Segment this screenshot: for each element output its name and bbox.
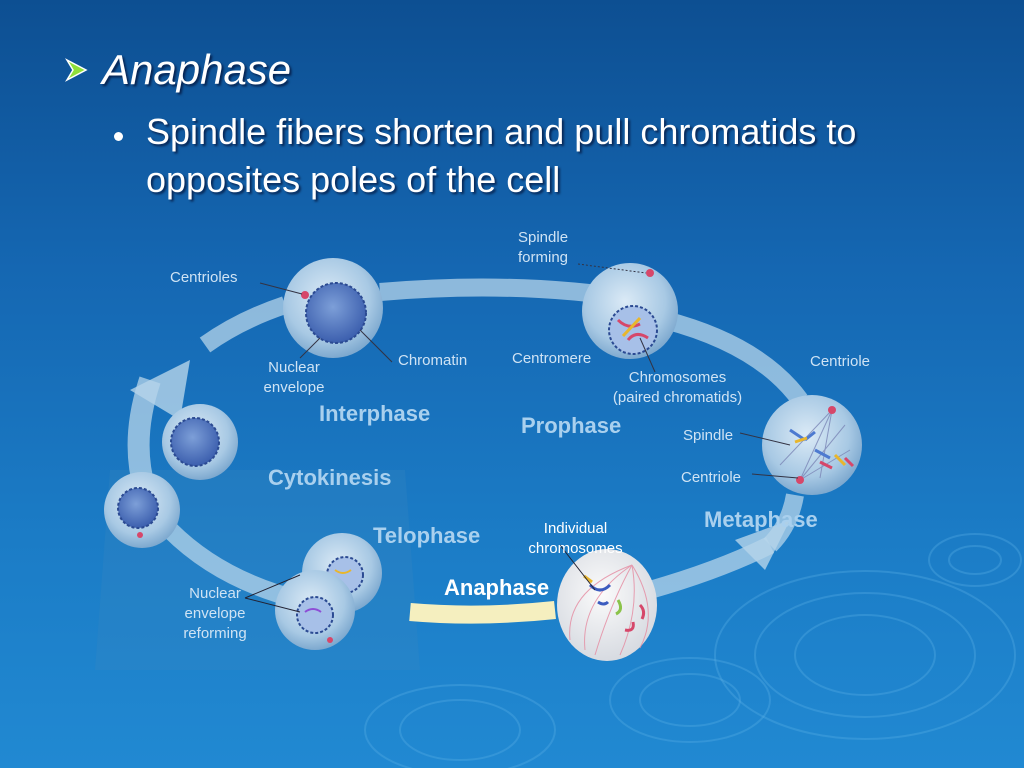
phase-anaphase: Anaphase	[444, 575, 550, 600]
prophase-cell	[577, 263, 678, 373]
label-chromatin: Chromatin	[398, 352, 468, 369]
label-nuclear-envelope-line1: Nuclear	[268, 359, 320, 376]
label-chromosomes: Chromosomes (paired chromatids)	[600, 368, 755, 408]
arrow-right-icon	[64, 58, 88, 82]
dot-icon	[114, 132, 123, 141]
label-spindle: Spindle	[683, 427, 734, 444]
label-centriole-top: Centriole	[810, 353, 871, 370]
phase-metaphase: Metaphase	[704, 507, 818, 532]
label-reforming-line3: reforming	[183, 625, 247, 642]
label-chromosomes-line1: Chromosomes	[628, 369, 727, 386]
label-centriole-bottom: Centriole	[681, 469, 742, 486]
label-nuclear-envelope-line2: envelope	[263, 379, 325, 396]
phase-interphase: Interphase	[319, 401, 431, 426]
cytokinesis-cells	[104, 404, 238, 548]
heading-row: Anaphase	[64, 46, 291, 94]
label-nuclear-envelope: Nuclear envelope	[258, 358, 330, 398]
label-individual-line1: Individual	[543, 520, 608, 537]
label-centrioles: Centrioles	[170, 269, 238, 286]
telophase-cells	[244, 533, 382, 650]
label-spindle-forming: Spindle forming	[518, 228, 568, 268]
label-spindle-forming-line1: Spindle	[518, 229, 569, 246]
label-nuclear-envelope-reforming: Nuclear envelope reforming	[176, 584, 254, 644]
label-individual-chromosomes: Individual chromosomes	[518, 519, 633, 559]
label-reforming-line1: Nuclear	[189, 585, 241, 602]
metaphase-cell	[739, 395, 862, 495]
label-individual-line2: chromosomes	[528, 540, 623, 557]
phase-telophase: Telophase	[373, 523, 481, 548]
cycle-ring	[127, 278, 808, 624]
label-chromosomes-line2: (paired chromatids)	[612, 389, 743, 406]
anaphase-cell	[557, 544, 657, 661]
label-spindle-forming-line2: forming	[518, 249, 569, 266]
label-centromere: Centromere	[512, 350, 592, 367]
interphase-cell	[259, 258, 393, 363]
phase-cytokinesis: Cytokinesis	[268, 465, 392, 490]
slide-heading: Anaphase	[102, 46, 292, 93]
label-reforming-line2: envelope	[184, 605, 246, 622]
bullet-text: Spindle fibers shorten and pull chromati…	[146, 111, 857, 200]
phase-prophase: Prophase	[521, 413, 622, 438]
